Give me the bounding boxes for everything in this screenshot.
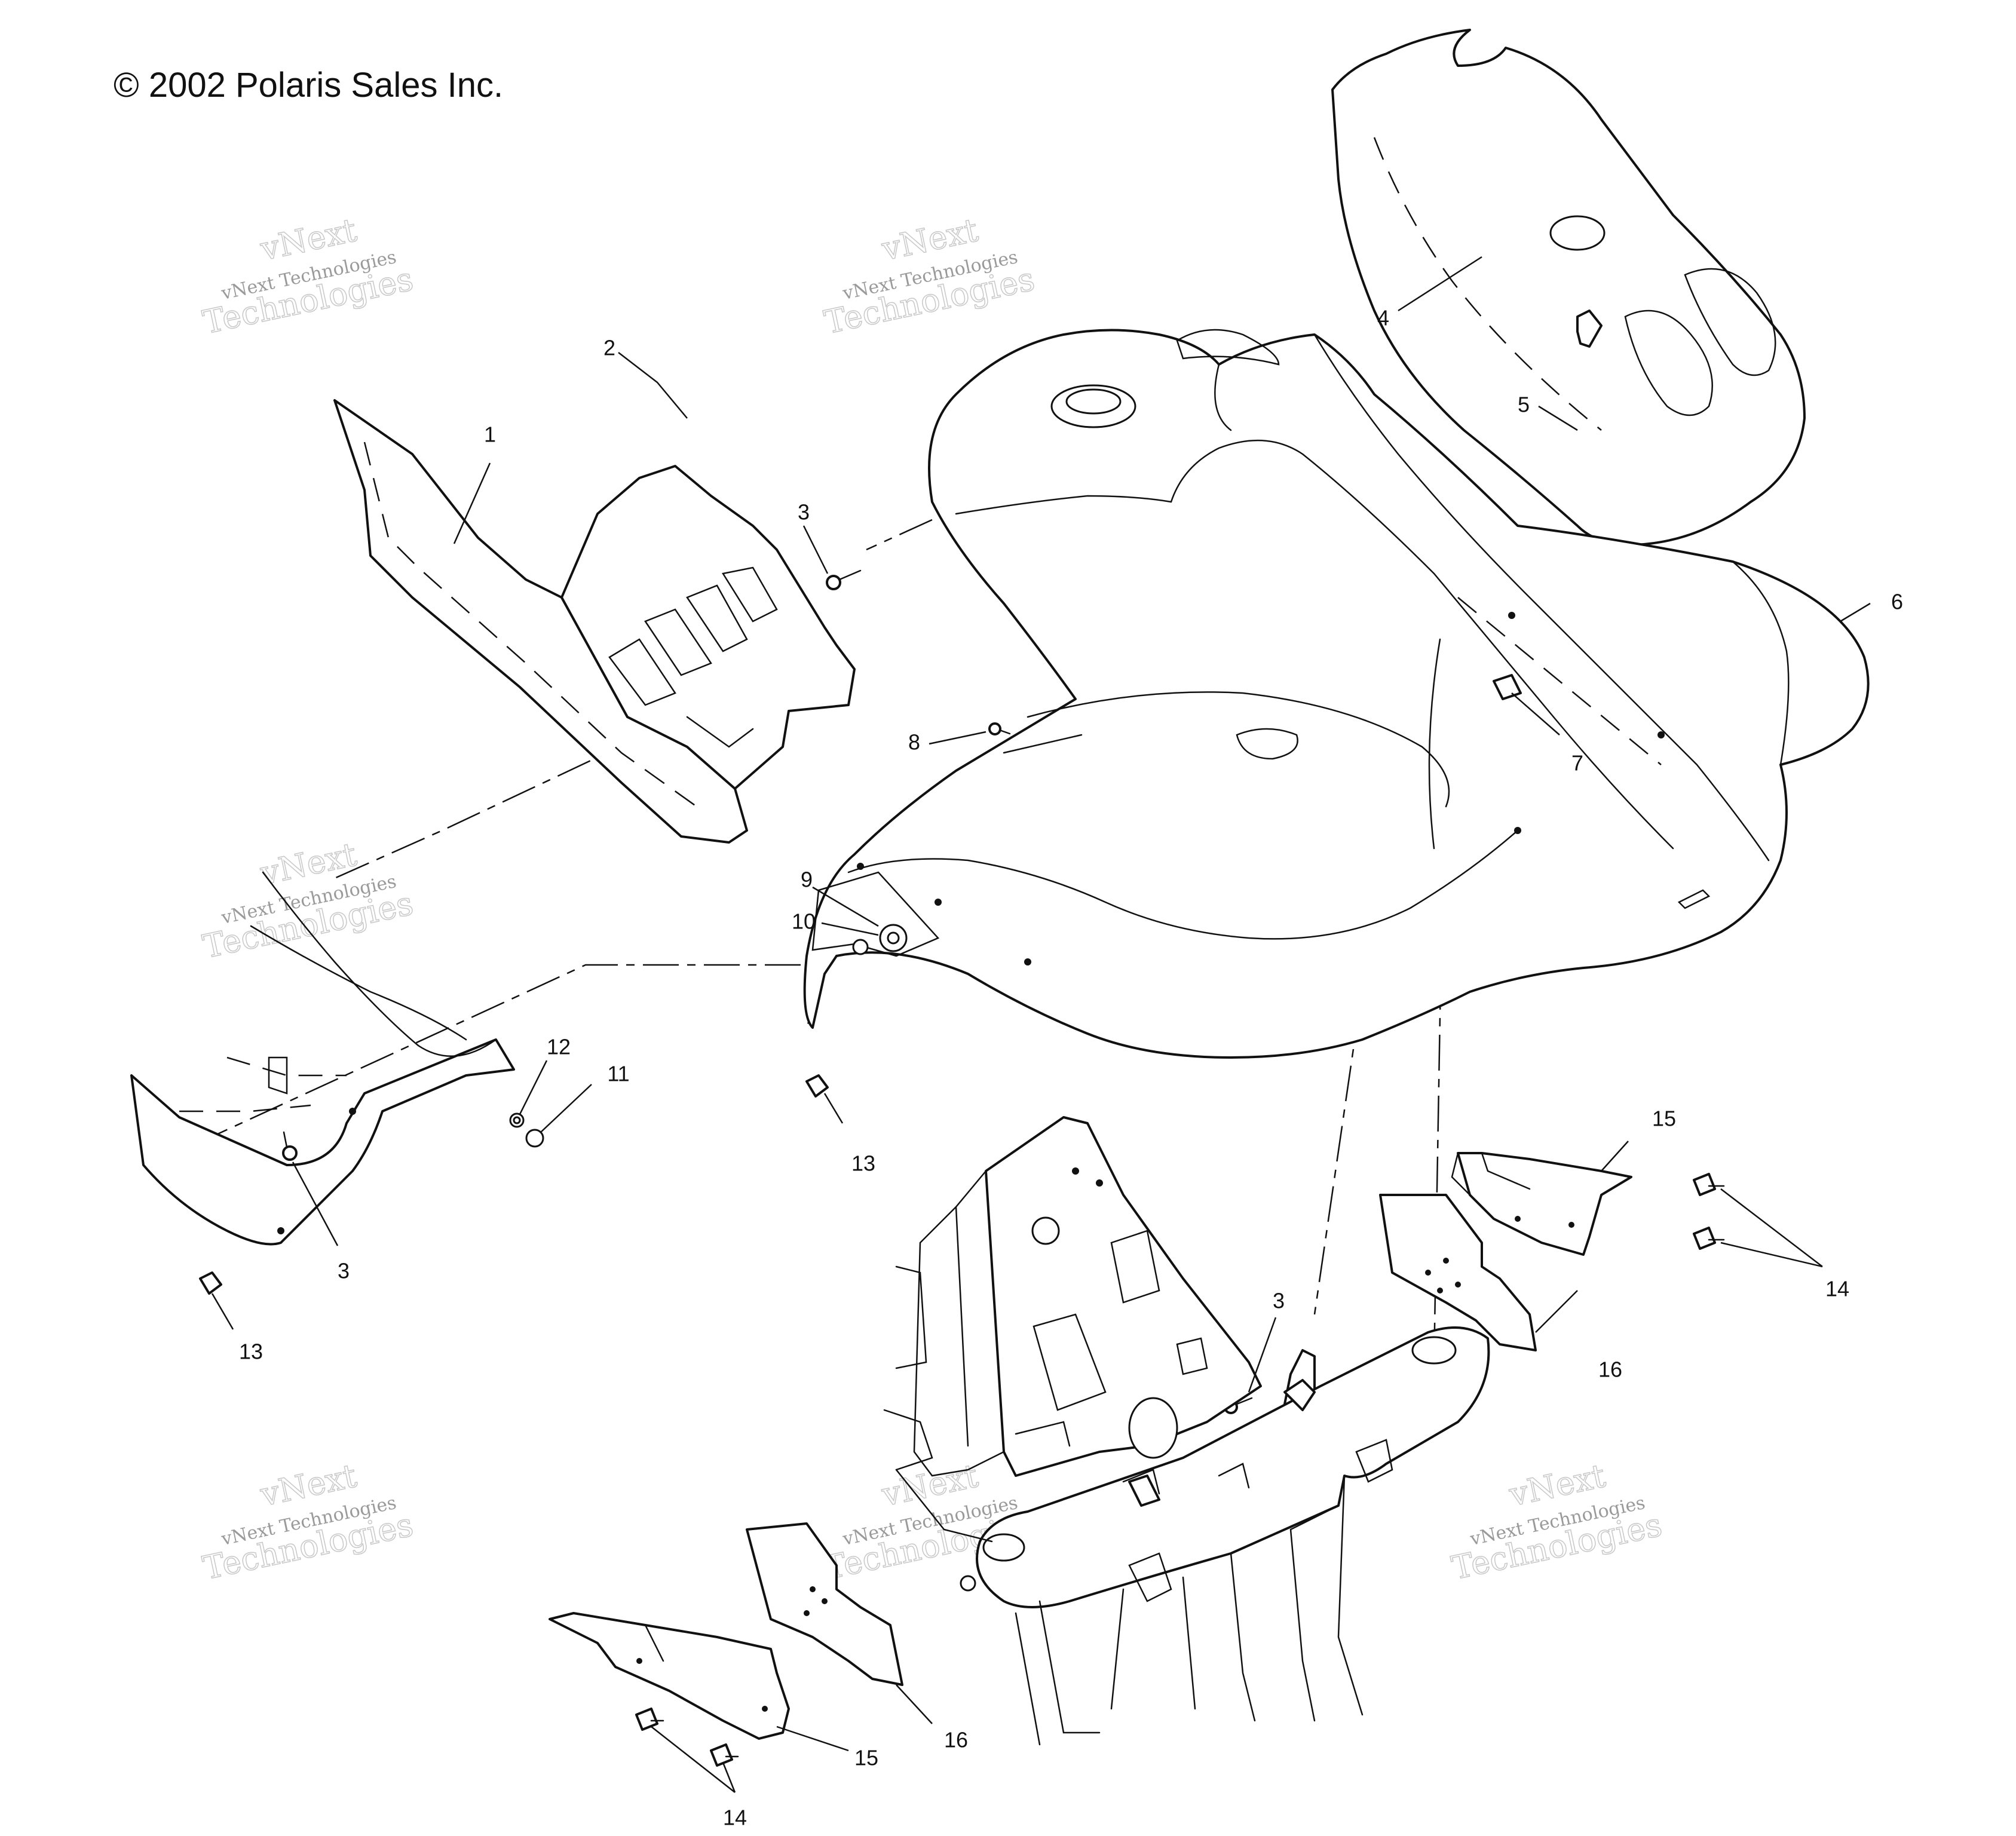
callout-3-top: 3 — [798, 500, 810, 525]
watermark-7: vNext vNext Technologies Technologies — [199, 1456, 416, 1587]
callout-labels: 1 2 3 3 3 4 5 6 7 8 9 10 11 12 13 13 14 … — [239, 306, 1903, 1830]
callout-11: 11 — [607, 1062, 629, 1086]
copyright-text: © 2002 Polaris Sales Inc. — [114, 66, 503, 105]
callout-3-left: 3 — [338, 1259, 350, 1283]
callout-3-frame: 3 — [1273, 1289, 1285, 1313]
part-9-10-fasteners — [852, 924, 908, 955]
part-13-rivet-center — [805, 1074, 829, 1098]
callout-10: 10 — [792, 909, 816, 934]
callout-4: 4 — [1377, 306, 1389, 330]
callout-15-right: 15 — [1652, 1106, 1676, 1131]
part-16-plate-right — [1379, 1194, 1537, 1351]
callout-13-center: 13 — [851, 1151, 875, 1176]
callout-7: 7 — [1571, 751, 1583, 776]
part-3-screw-top — [826, 569, 862, 590]
part-16-plate-left — [746, 1522, 903, 1686]
callout-6: 6 — [1891, 590, 1903, 614]
part-6-main-body — [803, 329, 1870, 1059]
callout-5: 5 — [1518, 393, 1530, 417]
part-3-screw-left — [282, 1131, 298, 1161]
callout-16-left: 16 — [944, 1728, 968, 1752]
callout-8: 8 — [908, 730, 920, 755]
callout-2: 2 — [603, 336, 615, 360]
part-13-rivet-left — [199, 1271, 222, 1295]
part-7-clip — [1493, 674, 1522, 700]
callout-9: 9 — [801, 868, 813, 892]
part-1-side-panel — [333, 399, 748, 844]
callout-13-left: 13 — [239, 1340, 263, 1364]
watermark-2: vNext vNext Technologies Technologies — [820, 210, 1038, 342]
callout-12: 12 — [547, 1035, 571, 1059]
callout-16-right: 16 — [1598, 1357, 1622, 1382]
watermark-9: vNext vNext Technologies Technologies — [1448, 1456, 1665, 1587]
part-2-footwell-panel — [560, 465, 856, 790]
part-8-screw — [988, 722, 1011, 735]
part-14-bolts-right — [1693, 1173, 1725, 1250]
part-14-bolts-left — [635, 1708, 739, 1767]
part-4-rear-cover — [1331, 29, 1806, 546]
callout-14-left: 14 — [723, 1806, 747, 1830]
left-front-fender-lower — [130, 871, 515, 1246]
part-15-bracket-left — [549, 1612, 790, 1740]
watermark-1: vNext vNext Technologies Technologies — [199, 210, 416, 342]
part-15-bracket-right — [1451, 1152, 1632, 1256]
callout-1: 1 — [484, 422, 496, 447]
part-5-rivet — [1576, 309, 1603, 348]
watermark-4: vNext vNext Technologies Technologies — [199, 835, 416, 966]
callout-14-right: 14 — [1825, 1277, 1849, 1301]
part-11-12-fasteners — [509, 1112, 544, 1148]
callout-15-left: 15 — [854, 1746, 878, 1770]
main-frame — [883, 1116, 1490, 1746]
leader-lines — [211, 256, 1871, 1793]
